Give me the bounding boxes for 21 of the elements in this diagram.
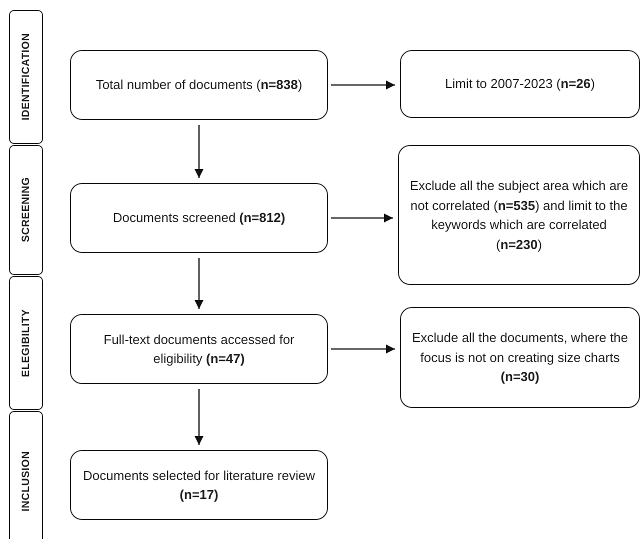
process-box: Documents screened (n=812) [70,183,328,253]
arrow [194,125,204,178]
stage-band [9,276,43,410]
stage-label: ELEGIBILITY [20,308,32,378]
process-box: Total number of documents (n=838) [70,50,328,120]
stage-band [9,145,43,275]
stage-label: INCLUSION [20,450,32,512]
arrow [331,344,395,354]
arrow [194,389,204,445]
process-box: Documents selected for literature review (n=17) [70,450,328,520]
stage-band [9,10,43,144]
stage-label: IDENTIFICATION [20,33,32,121]
process-box: Exclude all the subject area which are not correlated (n=535) and limit to the keywords which are correlated (n=230) [398,145,640,285]
arrow [331,214,393,222]
process-box: Exclude all the documents, where the focus is not on creating size charts (n=30) [400,307,640,408]
stage-band [9,411,43,539]
process-box: Limit to 2007-2023 (n=26) [400,50,640,118]
process-box: Full-text documents accessed for eligibility (n=47) [70,314,328,384]
arrow [331,80,395,90]
stage-label: SCREENING [20,177,32,243]
arrow [194,258,204,309]
